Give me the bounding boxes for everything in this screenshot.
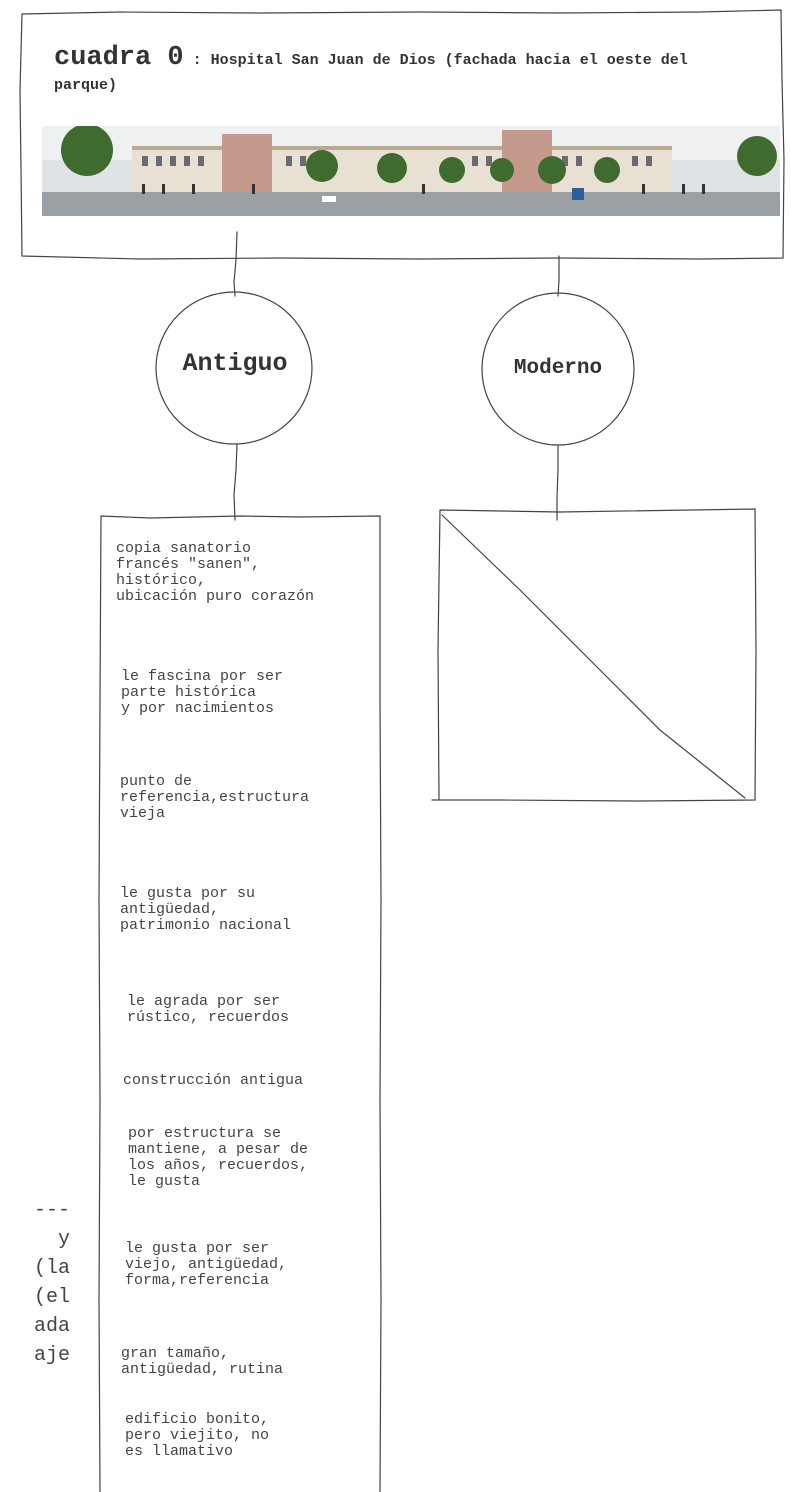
antiguo-note-8: le gusta por ser viejo, antigüedad, form… bbox=[125, 1240, 288, 1289]
title-rest: : Hospital San Juan de Dios (fachada hac… bbox=[54, 52, 688, 94]
antiguo-note-6: construcción antigua bbox=[123, 1072, 304, 1089]
left-fragment-2: y bbox=[57, 1228, 70, 1251]
hospital-panorama-photo bbox=[42, 126, 780, 216]
connector-moderno-box bbox=[556, 445, 559, 521]
antiguo-note-1: copia sanatorio francés "sanen", históri… bbox=[116, 540, 315, 605]
moderno-box-diagonal bbox=[441, 514, 746, 799]
header-frame bbox=[19, 9, 785, 260]
antiguo-note-2: le fascina por ser parte histórica y por… bbox=[121, 668, 284, 717]
left-fragment-1: --- bbox=[33, 1199, 70, 1222]
antiguo-list-frame bbox=[98, 515, 382, 1492]
antiguo-note-9: gran tamaño, antigüedad, rutina bbox=[121, 1345, 284, 1378]
left-fragment-4: (el bbox=[33, 1286, 70, 1309]
moderno-label: Moderno bbox=[513, 357, 603, 380]
moderno-box-frame bbox=[431, 508, 757, 802]
connector-antiguo-list bbox=[233, 443, 238, 521]
connector-header-moderno bbox=[557, 255, 560, 297]
antiguo-circle bbox=[155, 291, 313, 445]
left-fragment-3: (la bbox=[33, 1257, 70, 1280]
moderno-circle bbox=[481, 292, 635, 446]
antiguo-note-5: le agrada por ser rústico, recuerdos bbox=[127, 993, 290, 1026]
antiguo-note-3: punto de referencia,estructura vieja bbox=[120, 773, 310, 822]
title-main: cuadra 0 bbox=[54, 43, 184, 73]
header-title: cuadra 0 : Hospital San Juan de Dios (fa… bbox=[54, 43, 754, 98]
antiguo-note-10: edificio bonito, pero viejito, no es lla… bbox=[125, 1411, 270, 1460]
connector-header-antiguo bbox=[233, 231, 238, 297]
antiguo-note-4: le gusta por su antigüedad, patrimonio n… bbox=[120, 885, 292, 934]
antiguo-note-7: por estructura se mantiene, a pesar de l… bbox=[128, 1125, 309, 1190]
left-fragment-6: aje bbox=[33, 1344, 70, 1367]
left-fragment-5: ada bbox=[33, 1315, 70, 1338]
antiguo-label: Antiguo bbox=[182, 349, 288, 378]
